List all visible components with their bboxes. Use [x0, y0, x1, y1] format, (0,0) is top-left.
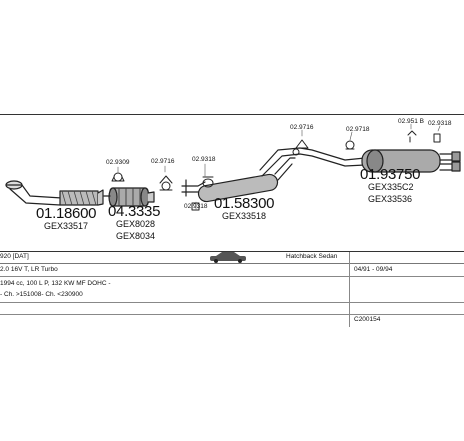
part-number-rear-silencer: 01.93750 — [360, 166, 421, 183]
top-border-line — [0, 114, 464, 115]
part-number-front-pipe: 01.18600 — [36, 205, 97, 222]
part-code-rear-silencer-1: GEX335C2 — [368, 182, 414, 192]
leader-lines — [117, 123, 441, 210]
part-number-centre-silencer: 01.58300 — [214, 195, 275, 212]
vehicle-body: Hatchback Sedan — [286, 253, 338, 260]
info-row-line-2 — [0, 263, 464, 264]
part-code-centre-silencer: GEX33518 — [222, 211, 267, 221]
centre-silencer-part — [181, 157, 296, 203]
part-code-rear-silencer-2: GEX33536 — [368, 194, 413, 204]
fitting-number-1: 02.9309 — [106, 159, 130, 166]
reference-number: C200154 — [354, 316, 381, 323]
fitting-number-7: 02.951 B — [398, 118, 425, 125]
fitting-number-2: 02.9716 — [151, 158, 175, 165]
rear-silencer-part — [259, 147, 461, 177]
vehicle-engine-detail: 1994 cc, 100 L P, 132 KW MF DOHC - — [0, 280, 111, 287]
part-code-front-pipe: GEX33517 — [44, 221, 89, 231]
fitting-number-8: 02.9318 — [428, 120, 452, 127]
part-code-catalyst-2: GEX8034 — [116, 231, 156, 241]
info-row-line-3 — [0, 276, 464, 277]
vehicle-chassis: - Ch. >151008- Ch. <230900 — [0, 291, 83, 298]
car-icon — [210, 252, 246, 263]
info-row-line-4 — [0, 302, 464, 303]
front-pipe-part — [5, 180, 104, 206]
vehicle-dates: 04/91 - 09/94 — [354, 266, 393, 273]
vehicle-engine: 2.0 16V T, LR Turbo — [0, 266, 58, 273]
part-code-catalyst-1: GEX8028 — [116, 219, 156, 229]
catalytic-converter-part — [103, 187, 155, 207]
fitting-number-6: 02.9718 — [346, 126, 370, 133]
info-row-line-5 — [0, 314, 464, 315]
info-row-line-1 — [0, 251, 464, 252]
fitting-number-5: 02.9716 — [290, 124, 314, 131]
info-column-divider — [349, 252, 350, 327]
fitting-number-3: 02.9318 — [192, 156, 216, 163]
part-number-catalyst: 04.3335 — [108, 203, 161, 220]
vehicle-model: 920 [DAT] — [0, 253, 29, 260]
fitting-number-4: 02.9318 — [184, 203, 208, 210]
fitting-parts — [111, 130, 441, 211]
